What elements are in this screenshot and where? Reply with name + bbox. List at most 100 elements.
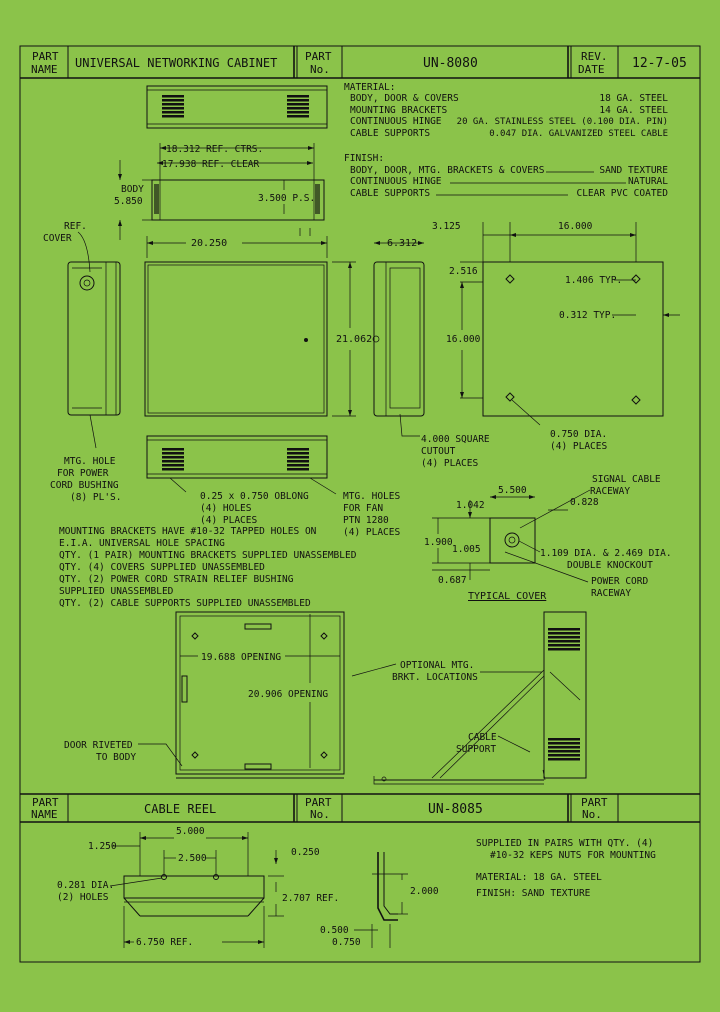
- note-line: QTY. (4) COVERS SUPPLIED UNASSEMBLED: [59, 562, 265, 573]
- dim-5500: 5.500: [498, 485, 527, 496]
- callout-text: FOR FAN: [343, 503, 383, 514]
- bracket-side-view: 18.312 REF. CTRS. 17.938 REF. CLEAR BODY…: [114, 143, 325, 240]
- material-item-value: 0.047 DIA. GALVANIZED STEEL CABLE: [489, 129, 668, 139]
- reel-note-line: MATERIAL: 18 GA. STEEL: [476, 872, 602, 883]
- dim-0281-2: (2) HOLES: [57, 892, 109, 903]
- callout-text: TO BODY: [96, 752, 136, 763]
- finish-item-value: SAND TEXTURE: [599, 165, 668, 176]
- callout-text: 0.750 DIA.: [550, 429, 607, 440]
- finish-item-name: CONTINUOUS HINGE: [350, 176, 442, 187]
- vent-left: [162, 95, 184, 118]
- finish-item-name: BODY, DOOR, MTG. BRACKETS & COVERS: [350, 165, 545, 176]
- part-name-label-1: PART: [32, 50, 59, 63]
- callout-text: 0.25 x 0.750 OBLONG: [200, 491, 309, 502]
- vent-right: [287, 95, 309, 118]
- note-line: QTY. (2) CABLE SUPPORTS SUPPLIED UNASSEM…: [59, 598, 311, 609]
- title-block-top: PART NAME UNIVERSAL NETWORKING CABINET P…: [20, 46, 700, 79]
- finish-item-value: CLEAR PVC COATED: [576, 188, 668, 199]
- part-no-label-2: No.: [310, 808, 330, 821]
- dim-0687: 0.687: [438, 575, 467, 586]
- callout-mtg-holes-fan: MTG. HOLES FOR FAN PTN 1280 (4) PLACES: [309, 477, 400, 538]
- dim-1250: 1.250: [88, 841, 117, 852]
- reel-notes: SUPPLIED IN PAIRS WITH QTY. (4) #10-32 K…: [476, 838, 656, 899]
- part-name-label-2: NAME: [31, 63, 58, 76]
- part-no2-label-2: No.: [582, 808, 602, 821]
- rev-label-2: DATE: [578, 63, 605, 76]
- notes: MOUNTING BRACKETS HAVE #10-32 TAPPED HOL…: [59, 526, 357, 609]
- callout-text: DOUBLE KNOCKOUT: [567, 560, 653, 571]
- cabinet-top-view: [146, 85, 328, 129]
- material-item-name: MOUNTING BRACKETS: [350, 105, 448, 116]
- dim-depth-side: 6.312: [387, 238, 417, 249]
- callout-oblong: 0.25 x 0.750 OBLONG (4) HOLES (4) PLACES: [169, 477, 309, 526]
- dim-2707: 2.707 REF.: [282, 893, 339, 904]
- callout-text: POWER CORD: [591, 576, 648, 587]
- callout-text: FOR POWER: [57, 468, 109, 479]
- part-no-label-2: No.: [310, 63, 330, 76]
- dim-1900: 1.900: [424, 537, 453, 548]
- callout-text: SUPPORT: [456, 744, 496, 755]
- material-item-name: CABLE SUPPORTS: [350, 128, 430, 139]
- knockout-markers: [505, 274, 641, 405]
- dim-5000: 5.000: [176, 826, 205, 837]
- dim-body-depth: 5.850: [114, 196, 143, 207]
- cable-reel-detail: 1.250 5.000 2.500 0.250 0.281 DIA. (2) H…: [57, 826, 339, 948]
- callout-text: BRKT. LOCATIONS: [392, 672, 478, 683]
- dim-2516: 2.516: [449, 266, 478, 277]
- material-item-name: CONTINUOUS HINGE: [350, 116, 442, 127]
- ref-cover-label-2: COVER: [43, 233, 72, 244]
- typical-cover-detail: SIGNAL CABLE RACEWAY 5.500 1.042 0.828 1…: [424, 474, 672, 602]
- callout-text: PTN 1280: [343, 515, 389, 526]
- typical-cover-title: TYPICAL COVER: [468, 591, 547, 602]
- note-line: E.I.A. UNIVERSAL HOLE SPACING: [59, 538, 225, 549]
- cabinet-bottom-view: [146, 435, 328, 479]
- callout-text: 4.000 SQUARE: [421, 434, 490, 445]
- interior-view: 19.688 OPENING 20.906 OPENING DOOR RIVET…: [64, 611, 345, 779]
- note-line: MOUNTING BRACKETS HAVE #10-32 TAPPED HOL…: [59, 526, 317, 537]
- callout-text: RACEWAY: [591, 588, 631, 599]
- finish-heading: FINISH:: [344, 153, 384, 164]
- callout-text: SIGNAL CABLE: [592, 474, 661, 485]
- reel-note-line: #10-32 KEPS NUTS FOR MOUNTING: [490, 850, 656, 861]
- callout-dia-0750: 0.750 DIA. (4) PLACES: [550, 429, 607, 452]
- note-line: SUPPLIED UNASSEMBLED: [59, 586, 174, 597]
- dim-width: 20.250: [191, 238, 227, 249]
- cover-plate-view: 3.125 16.000 2.516 16.000 1.406 TYP. 0.3…: [432, 221, 680, 426]
- dim-16000-v: 16.000: [446, 334, 481, 345]
- rev-date-value: 12-7-05: [632, 56, 687, 71]
- dim-2500: 2.500: [178, 853, 207, 864]
- part-name-value: CABLE REEL: [144, 802, 216, 816]
- dim-1005: 1.005: [452, 544, 481, 555]
- dim-2000: 2.000: [410, 886, 439, 897]
- part-name-value: UNIVERSAL NETWORKING CABINET: [75, 56, 277, 70]
- reel-note-line: SUPPLIED IN PAIRS WITH QTY. (4): [476, 838, 653, 849]
- vent-lower: [548, 738, 580, 761]
- callout-text: (4) PLACES: [343, 527, 400, 538]
- material-item-value: 20 GA. STAINLESS STEEL (0.100 DIA. PIN): [457, 117, 668, 127]
- part-no2-label-1: PART: [581, 796, 608, 809]
- callout-text: (4) PLACES: [200, 515, 257, 526]
- material-item-value: 18 GA. STEEL: [599, 93, 668, 104]
- dim-3125: 3.125: [432, 221, 461, 232]
- dim-0750: 0.750: [332, 937, 361, 948]
- part-name-label-2: NAME: [31, 808, 58, 821]
- dim-ps: 3.500 P.S.: [258, 193, 315, 204]
- callout-text: CABLE: [468, 732, 497, 743]
- callout-text: MTG. HOLE: [64, 456, 116, 467]
- cabinet-front-view: 20.250 21.062: [144, 236, 372, 417]
- callout-cutout: 4.000 SQUARE CUTOUT (4) PLACES: [399, 413, 490, 469]
- finish-item-name: CABLE SUPPORTS: [350, 188, 430, 199]
- callout-text: OPTIONAL MTG.: [400, 660, 474, 671]
- dim-ctrs: 18.312 REF. CTRS.: [166, 144, 263, 155]
- part-no-label-1: PART: [305, 796, 332, 809]
- part-no-value: UN-8080: [423, 56, 478, 71]
- reel-note-line: FINISH: SAND TEXTURE: [476, 888, 591, 899]
- callout-text: (4) PLACES: [550, 441, 607, 452]
- callout-text: DOOR RIVETED: [64, 740, 133, 751]
- part-no-value: UN-8085: [428, 802, 483, 817]
- material-heading: MATERIAL:: [344, 82, 395, 93]
- title-block-bottom: PART NAME CABLE REEL PART No. UN-8085 PA…: [20, 793, 700, 823]
- cabinet-left-side-view: REF. COVER: [43, 221, 121, 416]
- callout-text: CUTOUT: [421, 446, 456, 457]
